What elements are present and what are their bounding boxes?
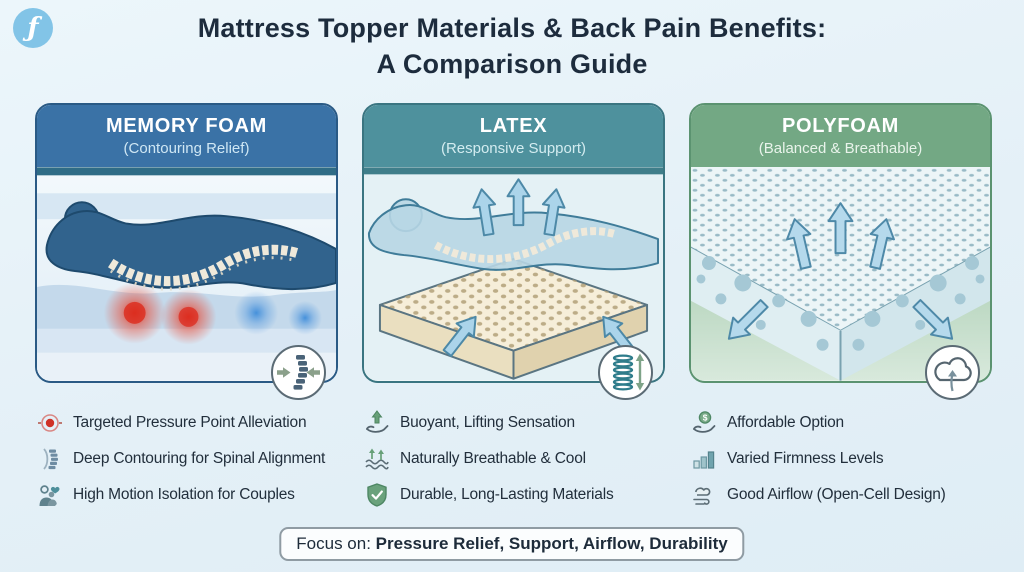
feature-row: Varied Firmness Levels <box>691 442 992 476</box>
feature-row: $ Affordable Option <box>691 406 992 440</box>
feature-text: High Motion Isolation for Couples <box>73 486 295 503</box>
focus-banner: Focus on: Pressure Relief, Support, Airf… <box>279 527 745 561</box>
panel-title: POLYFOAM <box>781 115 900 137</box>
comparison-columns: MEMORY FOAM (Contouring Relief) <box>35 103 992 512</box>
panel-memory-foam: MEMORY FOAM (Contouring Relief) <box>35 103 338 512</box>
polyfoam-features: $ Affordable Option Varied Firmness Leve… <box>689 406 992 512</box>
feature-row: High Motion Isolation for Couples <box>37 478 338 512</box>
couple-heart-icon <box>39 485 60 506</box>
compressed-spine-badge-icon <box>271 345 326 400</box>
feature-text: Good Airflow (Open-Cell Design) <box>727 486 946 503</box>
polyfoam-art <box>691 167 990 381</box>
memory-foam-art <box>37 167 336 381</box>
spine-contour-icon <box>43 448 58 470</box>
focus-text: Pressure Relief, Support, Airflow, Durab… <box>375 534 728 553</box>
focus-label: Focus on: <box>296 534 371 553</box>
feature-text: Deep Contouring for Spinal Alignment <box>73 450 326 467</box>
affordable-hand-icon: $ <box>693 411 716 433</box>
feature-row: Deep Contouring for Spinal Alignment <box>37 442 338 476</box>
latex-features: Buoyant, Lifting Sensation Naturally Bre… <box>362 406 665 512</box>
panel-latex: LATEX (Responsive Support) <box>362 103 665 512</box>
feature-text: Targeted Pressure Point Alleviation <box>73 414 307 431</box>
polyfoam-card: POLYFOAM (Balanced & Breathable) <box>689 103 992 383</box>
panel-polyfoam: POLYFOAM (Balanced & Breathable) <box>689 103 992 512</box>
pressure-point-icon <box>38 414 62 432</box>
logo-glyph: ƒ <box>27 13 39 43</box>
feature-row: Naturally Breathable & Cool <box>364 442 665 476</box>
panel-subtitle: (Balanced & Breathable) <box>758 140 923 157</box>
feature-text: Affordable Option <box>727 414 844 431</box>
feature-text: Naturally Breathable & Cool <box>400 450 586 467</box>
memory-foam-card: MEMORY FOAM (Contouring Relief) <box>35 103 338 383</box>
spring-badge-icon <box>598 345 653 400</box>
airflow-wind-icon <box>693 487 711 505</box>
feature-text: Durable, Long-Lasting Materials <box>400 486 614 503</box>
shield-check-icon <box>367 483 387 507</box>
memory-foam-illustration <box>37 167 336 381</box>
panel-title: LATEX <box>479 115 548 137</box>
feature-text: Varied Firmness Levels <box>727 450 884 467</box>
latex-illustration <box>364 167 663 381</box>
memory-foam-features: Targeted Pressure Point Alleviation <box>35 406 338 512</box>
latex-art <box>364 167 663 381</box>
polyfoam-illustration <box>691 167 990 381</box>
brand-logo: ƒ <box>13 8 53 48</box>
latex-header: LATEX (Responsive Support) <box>364 105 663 167</box>
panel-title: MEMORY FOAM <box>105 115 268 137</box>
title-line-2: A Comparison Guide <box>376 48 648 79</box>
panel-subtitle: (Contouring Relief) <box>123 140 250 157</box>
svg-text:$: $ <box>703 413 708 423</box>
latex-card: LATEX (Responsive Support) <box>362 103 665 383</box>
feature-text: Buoyant, Lifting Sensation <box>400 414 575 431</box>
title-line-1: Mattress Topper Materials & Back Pain Be… <box>197 13 827 43</box>
page-title: Mattress Topper Materials & Back Pain Be… <box>0 11 1024 82</box>
memory-foam-header: MEMORY FOAM (Contouring Relief) <box>37 105 336 167</box>
feature-row: Good Airflow (Open-Cell Design) <box>691 478 992 512</box>
lift-hand-icon <box>366 410 389 433</box>
breathable-icon <box>365 448 389 470</box>
firmness-bars-icon <box>693 451 715 469</box>
polyfoam-header: POLYFOAM (Balanced & Breathable) <box>691 105 990 167</box>
cloud-airflow-badge-icon <box>925 345 980 400</box>
feature-row: Durable, Long-Lasting Materials <box>364 478 665 512</box>
feature-row: Targeted Pressure Point Alleviation <box>37 406 338 440</box>
panel-subtitle: (Responsive Support) <box>440 140 587 157</box>
feature-row: Buoyant, Lifting Sensation <box>364 406 665 440</box>
